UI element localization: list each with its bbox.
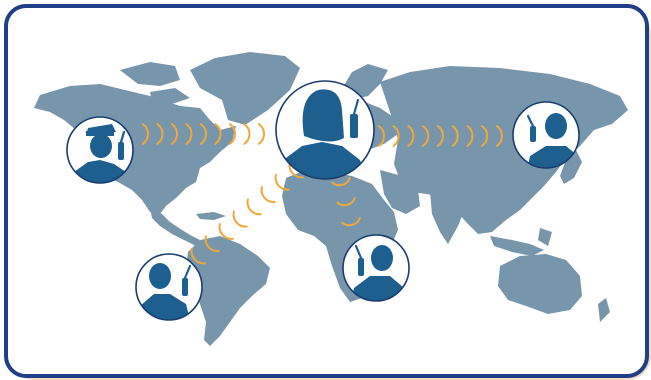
arabia (380, 170, 420, 214)
south-america (186, 236, 270, 346)
signal-wave-arc (228, 123, 236, 145)
australia (498, 254, 582, 314)
signal-wave-arc (141, 123, 149, 145)
signal-wave-arc (243, 123, 251, 145)
arctic-islands (120, 62, 190, 104)
woman-bubble (275, 80, 375, 180)
asia (380, 66, 628, 234)
signal-wave-arc (218, 223, 234, 240)
signal-wave-arc (260, 186, 276, 203)
man-south-america-bubble (135, 253, 203, 321)
man-east-bubble (512, 101, 580, 169)
signal-wave-arc (466, 125, 474, 147)
signal-wave-arc (170, 123, 178, 145)
signal-wave-arc (199, 123, 207, 145)
officer-bubble (66, 116, 134, 184)
caribbean-islands (196, 212, 226, 220)
central-america (150, 208, 200, 246)
signal-wave-arc (341, 217, 361, 227)
man-with-radio-icon (526, 113, 579, 168)
japan (560, 150, 582, 184)
signal-wave-arc (156, 123, 164, 145)
signal-wave-arc (190, 247, 206, 265)
signal-wave-arc (204, 235, 220, 253)
signal-wave-arc (214, 123, 222, 145)
new-zealand (598, 298, 610, 322)
signal-wave-arc (436, 125, 444, 147)
signal-wave-arc (495, 125, 503, 147)
signal-wave-arc (257, 123, 265, 145)
signal-wave-arc (392, 125, 400, 147)
signal-wave-arc (246, 198, 262, 216)
woman-with-radio-icon (280, 89, 368, 179)
signal-wave-arc (407, 125, 415, 147)
north-america (34, 84, 236, 214)
signal-wave-arc (377, 125, 385, 147)
southeast-asia-islands (490, 228, 552, 256)
signal-wave-arc (331, 177, 351, 187)
radio-signal-waves (141, 123, 503, 265)
india (430, 192, 466, 244)
signal-wave-arc (481, 125, 489, 147)
signal-wave-arc (451, 125, 459, 147)
signal-wave-arc (422, 125, 430, 147)
signal-wave-arc (185, 123, 193, 145)
greenland (190, 52, 300, 125)
signal-wave-arc (336, 197, 356, 207)
signal-wave-arc (274, 173, 290, 191)
signal-wave-arc (232, 210, 248, 228)
